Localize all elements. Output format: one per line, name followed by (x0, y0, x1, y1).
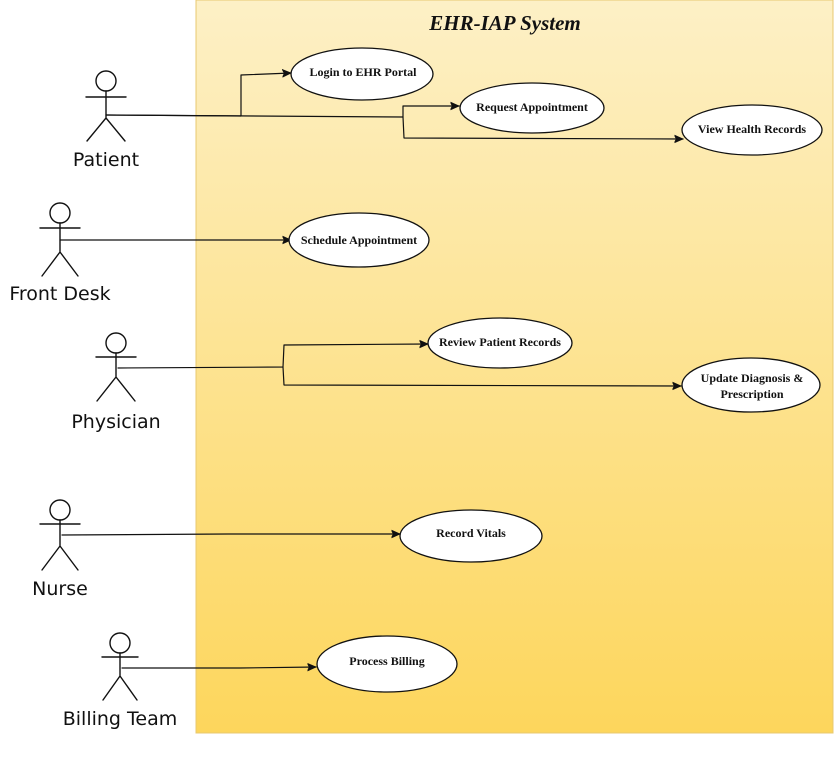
use-case-label: Schedule Appointment (301, 233, 417, 247)
actor-patient[interactable]: Patient (73, 70, 139, 171)
use-case-record-vitals[interactable]: Record Vitals (399, 509, 543, 563)
use-case-shape (681, 104, 823, 156)
association-patient-request-appointment (105, 106, 459, 118)
association-nurse-record-vitals (61, 534, 400, 535)
actor-label: Nurse (32, 578, 88, 600)
use-case-shape (288, 212, 430, 268)
use-case-schedule-appointment[interactable]: Schedule Appointment (288, 212, 430, 268)
stick-figure-icon (39, 499, 81, 571)
use-case-view-health-records[interactable]: View Health Records (681, 104, 823, 156)
use-case-login[interactable]: Login to EHR Portal (290, 47, 434, 101)
actor-label: Physician (71, 411, 160, 433)
association-billing-team-process-billing (121, 667, 316, 668)
use-case-label: Prescription (720, 387, 783, 401)
actor-label: Billing Team (63, 708, 178, 730)
use-case-shape (681, 357, 821, 413)
actor-front-desk[interactable]: Front Desk (9, 202, 111, 305)
use-case-review-patient-records[interactable]: Review Patient Records (427, 317, 573, 369)
actor-label: Patient (73, 149, 139, 171)
use-case-label: Process Billing (349, 654, 424, 668)
use-case-label: Login to EHR Portal (310, 65, 418, 79)
actor-nurse[interactable]: Nurse (32, 499, 88, 600)
use-case-shape (427, 317, 573, 369)
system-title: EHR-IAP System (428, 11, 580, 35)
stick-figure-icon (95, 332, 137, 402)
stick-figure-icon (101, 632, 139, 701)
use-case-label: Update Diagnosis & (701, 371, 804, 385)
association-patient-view-health-records (402, 116, 683, 139)
use-case-process-billing[interactable]: Process Billing (316, 635, 458, 693)
stick-figure-icon (85, 70, 127, 142)
use-case-label: Review Patient Records (439, 335, 561, 349)
use-case-shape (290, 47, 434, 101)
use-case-label: View Health Records (698, 122, 807, 136)
association-physician-review-patient-records (117, 344, 428, 369)
stick-figure-icon (39, 202, 81, 277)
association-physician-update-diagnosis (282, 366, 681, 386)
use-case-label: Record Vitals (436, 526, 506, 540)
actor-label: Front Desk (9, 283, 110, 305)
use-case-shape (316, 635, 458, 693)
use-case-shape (459, 82, 605, 134)
actor-physician[interactable]: Physician (71, 332, 161, 433)
use-case-request-appointment[interactable]: Request Appointment (459, 82, 605, 134)
use-case-label: Request Appointment (476, 100, 588, 114)
actor-billing-team[interactable]: Billing Team (63, 632, 178, 730)
associations (59, 73, 683, 668)
use-case-shape (399, 509, 543, 563)
use-case-update-diagnosis[interactable]: Update Diagnosis & Prescription (681, 357, 821, 413)
